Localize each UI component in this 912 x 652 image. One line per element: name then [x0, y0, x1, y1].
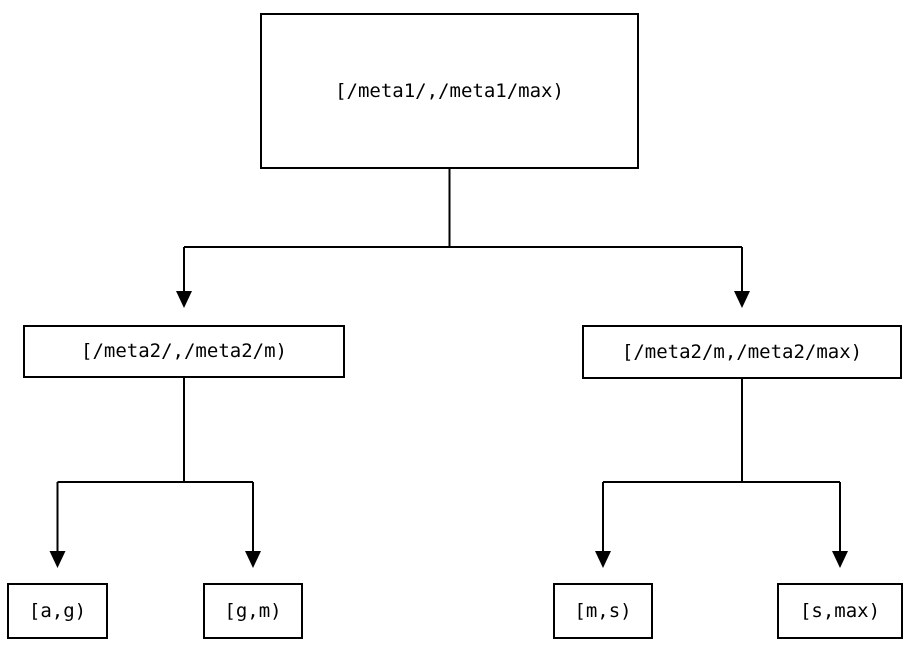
arrowhead-meta2-right [734, 291, 750, 308]
arrowhead-meta2-left [176, 291, 192, 308]
arrowhead-smax [832, 551, 848, 568]
arrowhead-ag [49, 551, 66, 568]
edge-root-to-meta2-left-right [176, 169, 750, 308]
tree-node-meta2-right: [/meta2/m,/meta2/max) [582, 325, 902, 379]
tree-node-root: [/meta1/,/meta1/max) [260, 13, 639, 169]
edge-meta2-left-to-children [49, 378, 261, 568]
tree-node-a-g: [a,g) [7, 583, 108, 639]
tree-node-m-s: [m,s) [553, 583, 653, 639]
tree-node-g-m: [g,m) [203, 583, 303, 639]
tree-node-meta2-left: [/meta2/,/meta2/m) [23, 325, 345, 378]
edge-meta2-right-to-children [595, 379, 848, 568]
arrowhead-ms [595, 551, 611, 568]
tree-node-s-max: [s,max) [777, 583, 903, 639]
arrowhead-gm [245, 551, 261, 568]
